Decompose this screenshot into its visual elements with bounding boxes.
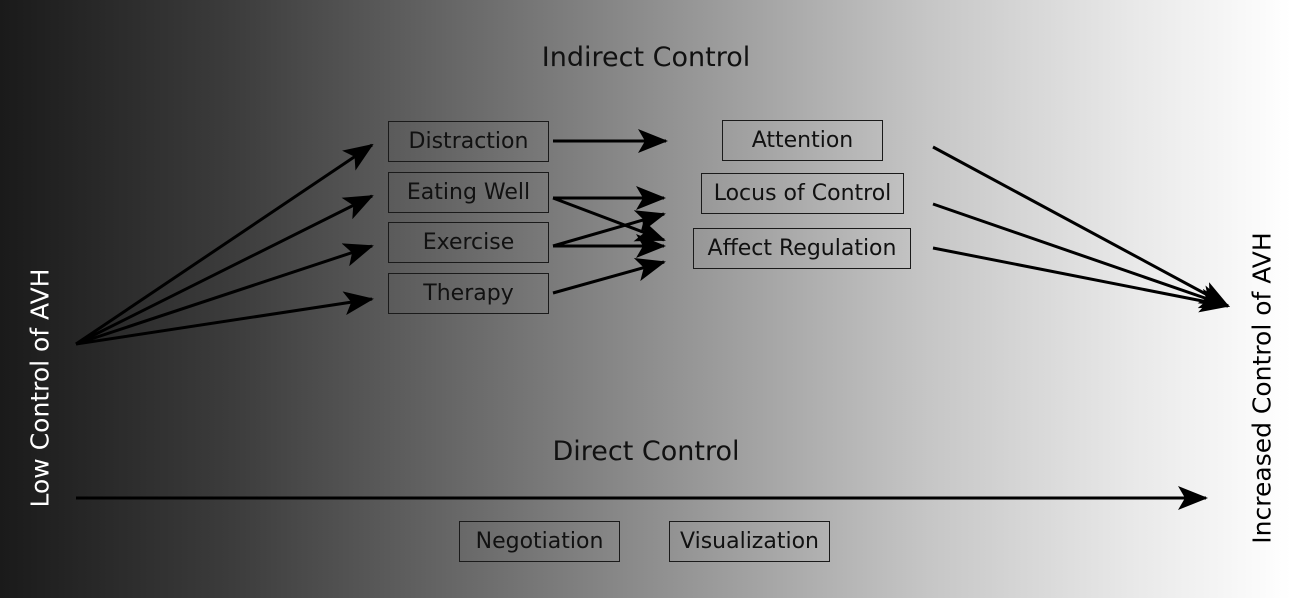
arrow-exercise-to-locus [552, 210, 666, 248]
label-low-control: Low Control of AVH [25, 268, 55, 508]
heading-direct-control: Direct Control [552, 436, 740, 467]
heading-indirect-control: Indirect Control [541, 42, 751, 73]
arrow-therapy-to-affect [552, 257, 666, 295]
arrow-affect-to-outcome [932, 246, 1230, 313]
arrow-origin-to-eating-well [75, 194, 374, 346]
label-increased-control: Increased Control of AVH [1247, 232, 1277, 544]
box-therapy: Therapy [388, 273, 549, 314]
box-distraction: Distraction [388, 121, 549, 162]
arrow-locus-to-outcome [932, 202, 1230, 309]
box-negotiation: Negotiation [459, 521, 620, 562]
arrow-origin-to-distraction [75, 143, 374, 346]
box-visualization: Visualization [669, 521, 830, 562]
box-locus-of-control: Locus of Control [701, 173, 904, 214]
arrow-origin-to-exercise [75, 243, 374, 346]
box-eating-well: Eating Well [388, 172, 549, 213]
arrow-attention-to-outcome [932, 145, 1230, 308]
box-exercise: Exercise [388, 222, 549, 263]
arrow-origin-to-therapy [75, 291, 374, 346]
box-attention: Attention [722, 120, 883, 161]
box-affect-regulation: Affect Regulation [693, 228, 911, 269]
